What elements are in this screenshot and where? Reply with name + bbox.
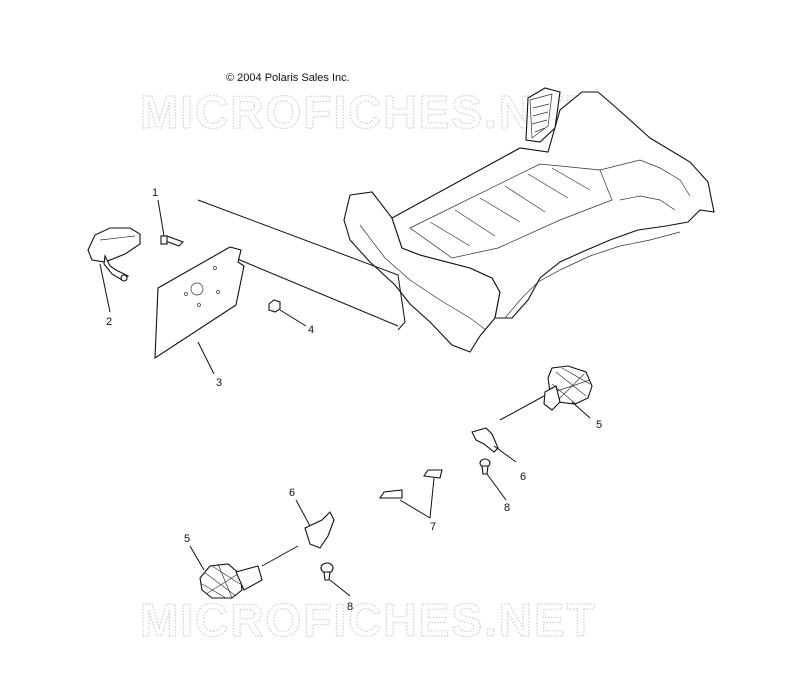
leader-5b xyxy=(261,545,299,567)
callout-7: 7 xyxy=(430,521,436,533)
leader-5a xyxy=(499,395,545,421)
callout-1: 1 xyxy=(152,187,158,199)
callout-6-lower: 6 xyxy=(289,487,295,499)
panel-outline xyxy=(197,199,406,331)
nut-part-4 xyxy=(268,299,281,313)
callout-5-upper: 5 xyxy=(596,419,602,431)
callout-6-upper: 6 xyxy=(520,471,526,483)
rear-fender-body xyxy=(343,87,715,353)
turn-signal-lower xyxy=(199,563,263,599)
license-light xyxy=(87,227,141,282)
callout-5-lower: 5 xyxy=(184,533,190,545)
panel-outline-lower xyxy=(234,257,399,327)
callout-3: 3 xyxy=(216,377,222,389)
license-plate xyxy=(154,246,245,360)
leader-lines xyxy=(99,199,591,597)
callout-8-lower: 8 xyxy=(347,601,353,613)
callout-8-upper: 8 xyxy=(504,502,510,514)
bolt-part-1 xyxy=(160,235,184,247)
watermark-top: MICROFICHES.NET xyxy=(140,86,597,138)
turn-signal-upper xyxy=(543,365,593,411)
callout-4: 4 xyxy=(308,324,314,336)
copyright-text: © 2004 Polaris Sales Inc. xyxy=(226,72,350,84)
rivet-upper xyxy=(479,458,491,475)
bracket-upper xyxy=(471,427,499,453)
callout-2: 2 xyxy=(106,316,112,328)
watermark-bottom: MICROFICHES.NET xyxy=(140,594,597,646)
bracket-lower xyxy=(304,511,335,549)
rivet-lower xyxy=(320,562,334,581)
bolts-part-7 xyxy=(378,469,443,499)
